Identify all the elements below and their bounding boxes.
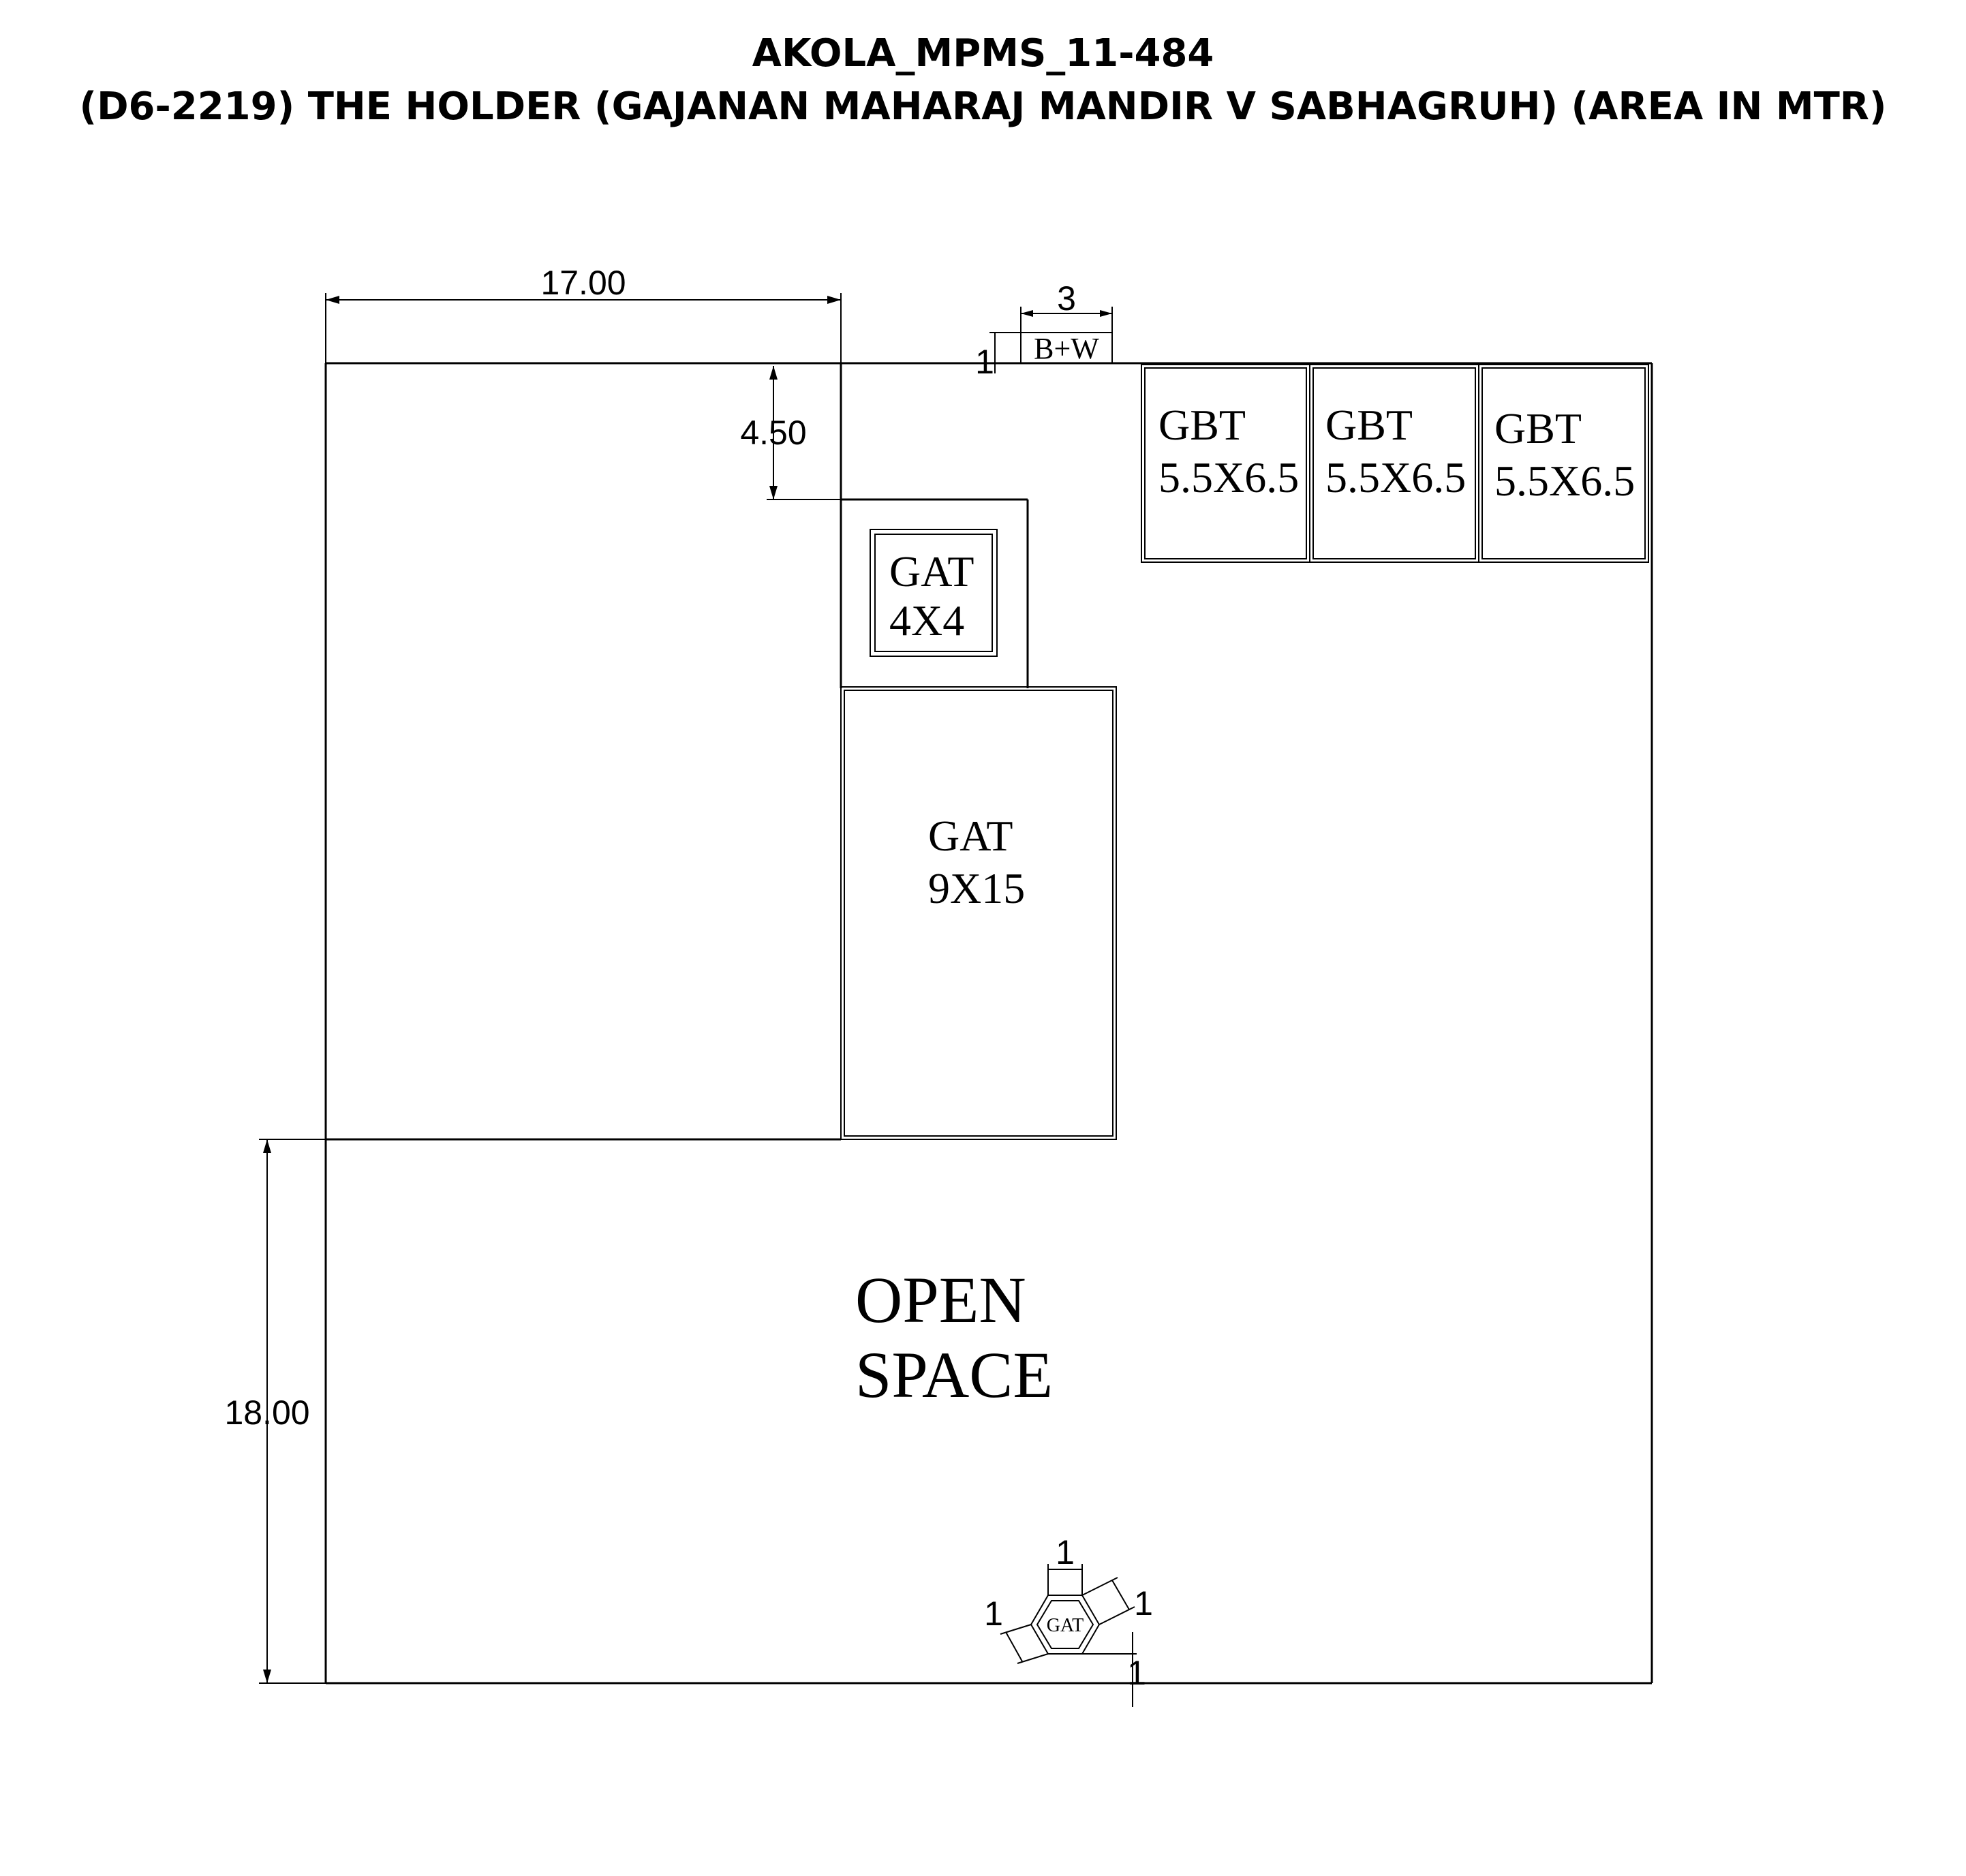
gbt-tank-2: GBT 5.5X6.5 <box>1309 364 1479 563</box>
gbt-3-name: GBT <box>1494 404 1582 452</box>
gbt-tank-1: GBT 5.5X6.5 <box>1141 364 1310 563</box>
gbt-3-size: 5.5X6.5 <box>1494 457 1635 505</box>
title-line-2: (D6-2219) THE HOLDER (GAJANAN MAHARAJ MA… <box>79 84 1887 129</box>
plot-boundary <box>324 362 1653 1685</box>
dimension-setback-label: 4.50 <box>740 414 806 452</box>
dimension-setback: 4.50 <box>740 366 841 500</box>
gat-large-name: GAT <box>928 812 1013 860</box>
gat-small: GAT 4X4 <box>870 529 998 657</box>
gbt-tank-3: GBT 5.5X6.5 <box>1478 364 1649 563</box>
dimension-top-width: 17.00 <box>325 264 842 363</box>
bw-label: B+W <box>1034 332 1099 365</box>
gat-large: GAT 9X15 <box>840 686 1117 1140</box>
open-space-line-2: SPACE <box>855 1338 1053 1411</box>
drawing-title: AKOLA_MPMS_11-484 (D6-2219) THE HOLDER (… <box>0 27 1966 134</box>
gat-small-size: 4X4 <box>889 596 964 645</box>
gbt-1-name: GBT <box>1158 401 1246 449</box>
hex-left-dim: 1 <box>984 1595 1003 1633</box>
bw-block: B+W 3 1 <box>975 279 1113 381</box>
gbt-2-size: 5.5X6.5 <box>1325 453 1466 502</box>
dimension-top-width-label: 17.00 <box>540 264 626 302</box>
hex-top-dim: 1 <box>1056 1533 1075 1571</box>
hex-right-dim: 1 <box>1134 1584 1153 1623</box>
gat-small-name: GAT <box>889 547 974 596</box>
dimension-left-height-label: 18.00 <box>224 1394 309 1432</box>
bw-height-label: 1 <box>975 343 994 381</box>
gbt-2-name: GBT <box>1325 401 1413 449</box>
hex-gat-label: GAT <box>1047 1615 1084 1636</box>
hex-gat: GAT 1 1 1 1 <box>984 1533 1153 1707</box>
open-space: OPEN SPACE <box>855 1263 1053 1411</box>
gbt-1-size: 5.5X6.5 <box>1158 453 1299 502</box>
dimension-left-height: 18.00 <box>224 1139 326 1684</box>
gat-large-size: 9X15 <box>928 864 1025 912</box>
title-line-1: AKOLA_MPMS_11-484 <box>752 31 1214 76</box>
open-space-line-1: OPEN <box>855 1263 1026 1336</box>
bw-width-label: 3 <box>1057 279 1076 318</box>
hex-bottom-dim: 1 <box>1127 1654 1146 1692</box>
